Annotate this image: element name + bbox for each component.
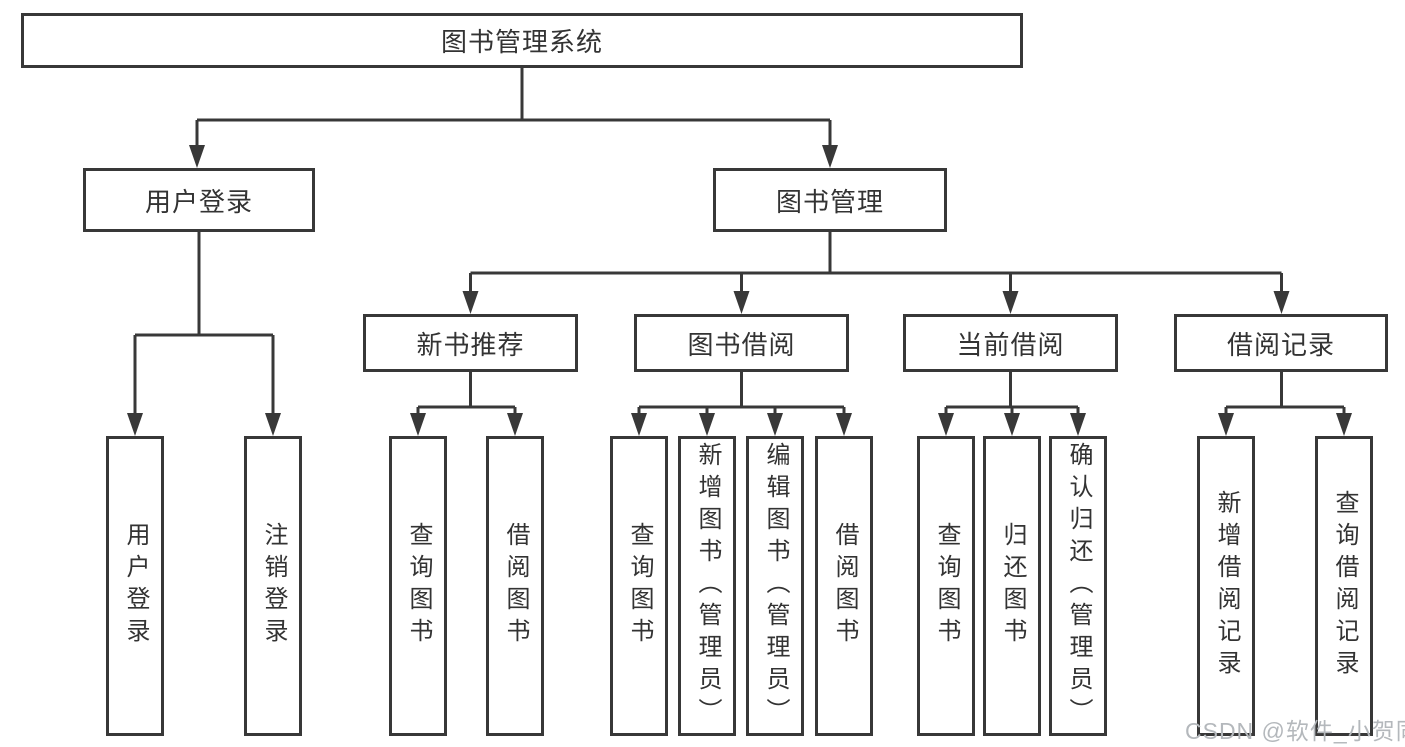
node-label: 确认归还（管理员） (1065, 442, 1092, 730)
node-label: 新书推荐 (416, 329, 525, 360)
node-label: 借阅图书 (502, 522, 529, 650)
node-book-management: 图书管理 (713, 168, 947, 232)
node-label: 查询借阅记录 (1331, 490, 1358, 682)
leaf-add-book-admin: 新增图书（管理员） (678, 436, 736, 736)
node-label: 图书管理 (775, 186, 884, 217)
leaf-borrow-books-borrowing: 借阅图书 (815, 436, 873, 736)
leaf-query-books-borrowing: 查询图书 (610, 436, 668, 736)
csdn-watermark: CSDN @软件_小贺同学 (1185, 718, 1405, 744)
node-user-login: 用户登录 (83, 168, 315, 232)
leaf-return-books: 归还图书 (983, 436, 1041, 736)
leaf-logout: 注销登录 (244, 436, 302, 736)
node-label: 新增图书（管理员） (694, 442, 721, 730)
node-current-borrowing: 当前借阅 (903, 314, 1118, 372)
node-label: 图书管理系统 (440, 27, 603, 57)
leaf-query-books-current: 查询图书 (917, 436, 975, 736)
node-label: 图书借阅 (687, 329, 796, 360)
node-book-borrowing: 图书借阅 (634, 314, 849, 372)
node-label: 用户登录 (144, 186, 253, 217)
node-label: 用户登录 (122, 522, 149, 650)
node-label: 归还图书 (999, 522, 1026, 650)
leaf-query-books-recommend: 查询图书 (389, 436, 447, 736)
leaf-confirm-return-admin: 确认归还（管理员） (1049, 436, 1107, 736)
node-new-book-recommend: 新书推荐 (363, 314, 578, 372)
node-label: 新增借阅记录 (1213, 490, 1240, 682)
leaf-user-login: 用户登录 (106, 436, 164, 736)
leaf-query-borrow-record: 查询借阅记录 (1315, 436, 1373, 736)
node-borrowing-records: 借阅记录 (1174, 314, 1388, 372)
node-label: 借阅图书 (831, 522, 858, 650)
node-label: 注销登录 (260, 522, 287, 650)
node-library-system: 图书管理系统 (21, 13, 1023, 68)
node-label: 查询图书 (626, 522, 653, 650)
leaf-edit-book-admin: 编辑图书（管理员） (746, 436, 804, 736)
leaf-borrow-books-recommend: 借阅图书 (486, 436, 544, 736)
node-label: 查询图书 (933, 522, 960, 650)
leaf-add-borrow-record: 新增借阅记录 (1197, 436, 1255, 736)
node-label: 借阅记录 (1226, 329, 1335, 360)
node-label: 编辑图书（管理员） (762, 442, 789, 730)
node-label: 查询图书 (405, 522, 432, 650)
node-label: 当前借阅 (956, 329, 1065, 360)
